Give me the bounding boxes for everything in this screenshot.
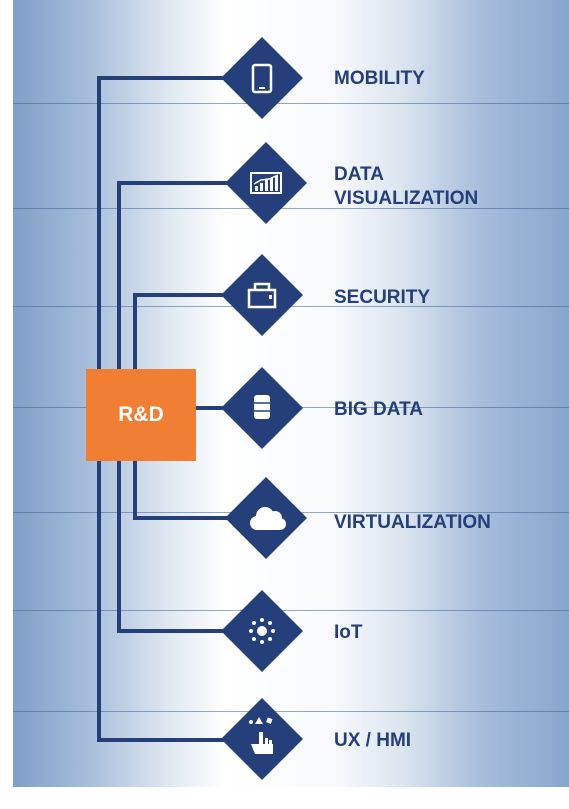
label-big-data: BIG DATA — [334, 399, 424, 420]
mobile-phone-icon — [251, 63, 273, 94]
diamond-security — [220, 253, 304, 337]
diamond-big-data — [220, 366, 304, 450]
label-ux-hmi: UX / HMI — [334, 730, 412, 751]
diamond-ux-hmi — [220, 697, 304, 781]
divider-line — [13, 610, 569, 611]
divider-line — [13, 208, 569, 209]
hand-pointer-icon — [249, 717, 273, 754]
center-rd-label: R&D — [118, 403, 164, 426]
divider-line — [13, 103, 569, 104]
label-virtualization: VIRTUALIZATION — [334, 512, 491, 533]
label-security: SECURITY — [334, 287, 431, 308]
label-iot: IoT — [334, 622, 363, 643]
divider-line — [13, 711, 569, 712]
connected-dots-icon — [249, 618, 275, 644]
label-data-visualization: DATA VISUALIZATION — [334, 163, 478, 211]
bar-chart-icon — [250, 172, 282, 194]
label-data-visualization-text: DATA VISUALIZATION — [334, 164, 479, 209]
diamond-data-visualization — [224, 141, 308, 225]
center-rd-box: R&D — [86, 369, 196, 461]
database-icon — [254, 395, 270, 419]
diamond-mobility — [220, 36, 304, 120]
label-mobility: MOBILITY — [334, 68, 425, 89]
briefcase-icon — [247, 282, 277, 309]
cloud-icon — [250, 507, 286, 530]
diamond-iot — [220, 589, 304, 673]
diamond-virtualization — [224, 476, 308, 560]
